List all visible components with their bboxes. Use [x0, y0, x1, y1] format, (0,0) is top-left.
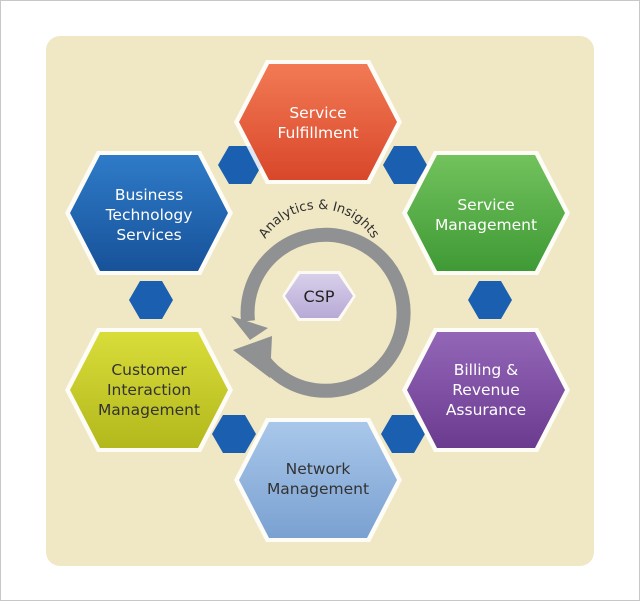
node-label: Billing &	[454, 361, 519, 379]
node-label: Customer	[111, 361, 187, 379]
connector-hex	[129, 281, 173, 319]
cycle-arrow	[231, 227, 411, 398]
center-label: CSP	[304, 287, 335, 306]
node-label: Network	[286, 460, 351, 478]
connectors	[129, 146, 512, 453]
hex-service-fulfillment[interactable]: Service Fulfillment	[234, 60, 402, 184]
connector-hex	[383, 146, 427, 184]
node-label: Service	[457, 196, 514, 214]
node-label: Interaction	[107, 381, 191, 399]
node-label: Fulfillment	[277, 124, 358, 142]
connector-hex	[468, 281, 512, 319]
hex-network-management[interactable]: Network Management	[234, 418, 402, 542]
hex-customer-interaction-management[interactable]: Customer Interaction Management	[65, 328, 233, 452]
node-label: Management	[98, 401, 200, 419]
hex-business-technology-services[interactable]: Business Technology Services	[65, 151, 233, 275]
hex-service-management[interactable]: Service Management	[402, 151, 570, 275]
node-label: Services	[116, 226, 181, 244]
node-label: Business	[115, 186, 183, 204]
node-label: Management	[267, 480, 369, 498]
node-label: Service	[289, 104, 346, 122]
arrowhead-icon	[231, 316, 268, 340]
hex-billing-revenue-assurance[interactable]: Billing & Revenue Assurance	[402, 328, 570, 452]
node-label: Management	[435, 216, 537, 234]
node-label: Revenue	[452, 381, 520, 399]
node-label: Technology	[105, 206, 193, 224]
connector-hex	[381, 415, 425, 453]
connector-hex	[212, 415, 256, 453]
connector-hex	[218, 146, 262, 184]
center-hex-csp[interactable]: CSP	[282, 271, 356, 321]
node-label: Assurance	[446, 401, 526, 419]
